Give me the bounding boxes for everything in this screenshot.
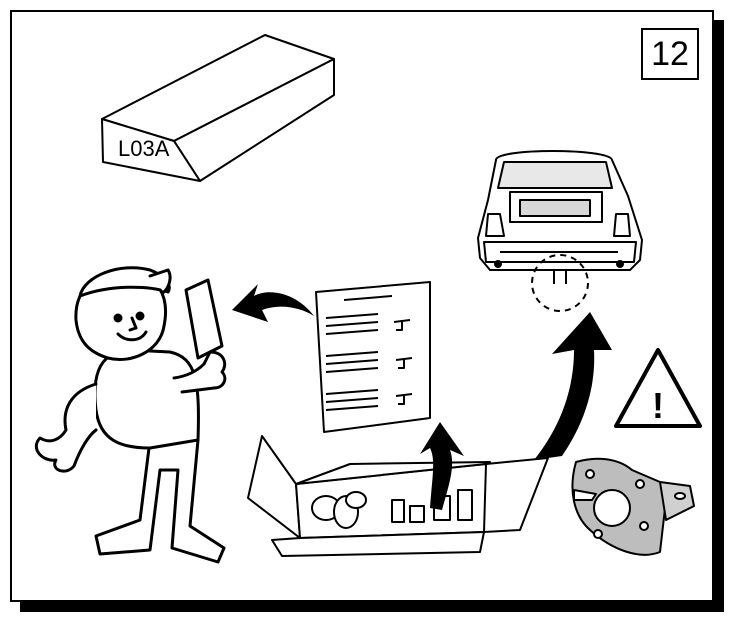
car-rear-open-trunk-icon (477, 150, 643, 312)
kit-box-label: L03A (118, 136, 170, 161)
curved-arrow-icon (420, 422, 464, 510)
curved-arrow-icon (534, 312, 612, 460)
kit-box-icon: L03A (101, 34, 335, 182)
warning-symbol: ! (652, 385, 664, 426)
warning-triangle-icon: ! (614, 348, 702, 428)
step-number-badge: 12 (641, 28, 699, 80)
tow-bar-socket-bracket-icon (571, 457, 695, 556)
instruction-sheet-icon (315, 281, 431, 433)
curved-arrow-icon (232, 284, 314, 322)
mechanic-reading-icon (34, 266, 227, 564)
open-parts-box-icon (247, 435, 549, 557)
